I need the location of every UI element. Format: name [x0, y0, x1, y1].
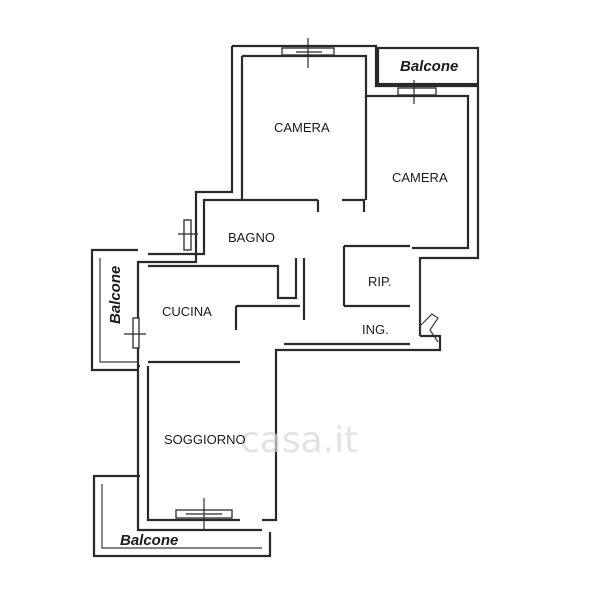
balcony-left	[90, 248, 138, 372]
room-label-camera-right: CAMERA	[392, 170, 448, 185]
window-camera-right	[397, 80, 437, 104]
room-label-rip: RIP.	[368, 274, 392, 289]
room-label-bagno: BAGNO	[228, 230, 275, 245]
balcony-bottom	[92, 474, 272, 558]
window-soggiorno	[175, 498, 233, 530]
entrance-door-symbol	[419, 313, 439, 343]
balcony-label-top-right: Balcone	[400, 58, 458, 75]
balcony-label-left: Balcone	[107, 266, 124, 324]
window-cucina	[124, 317, 146, 349]
room-label-soggiorno: SOGGIORNO	[164, 432, 246, 447]
balcony-label-bottom: Balcone	[120, 532, 178, 549]
outer-walls	[136, 44, 480, 532]
room-label-cucina: CUCINA	[162, 304, 212, 319]
watermark: casa.it	[240, 420, 358, 461]
window-camera-top	[281, 38, 335, 68]
balcony-top-right	[376, 46, 480, 86]
room-label-camera-left: CAMERA	[274, 120, 330, 135]
window-bagno	[178, 219, 198, 251]
room-label-ing: ING.	[362, 322, 389, 337]
interior-walls	[148, 96, 421, 364]
